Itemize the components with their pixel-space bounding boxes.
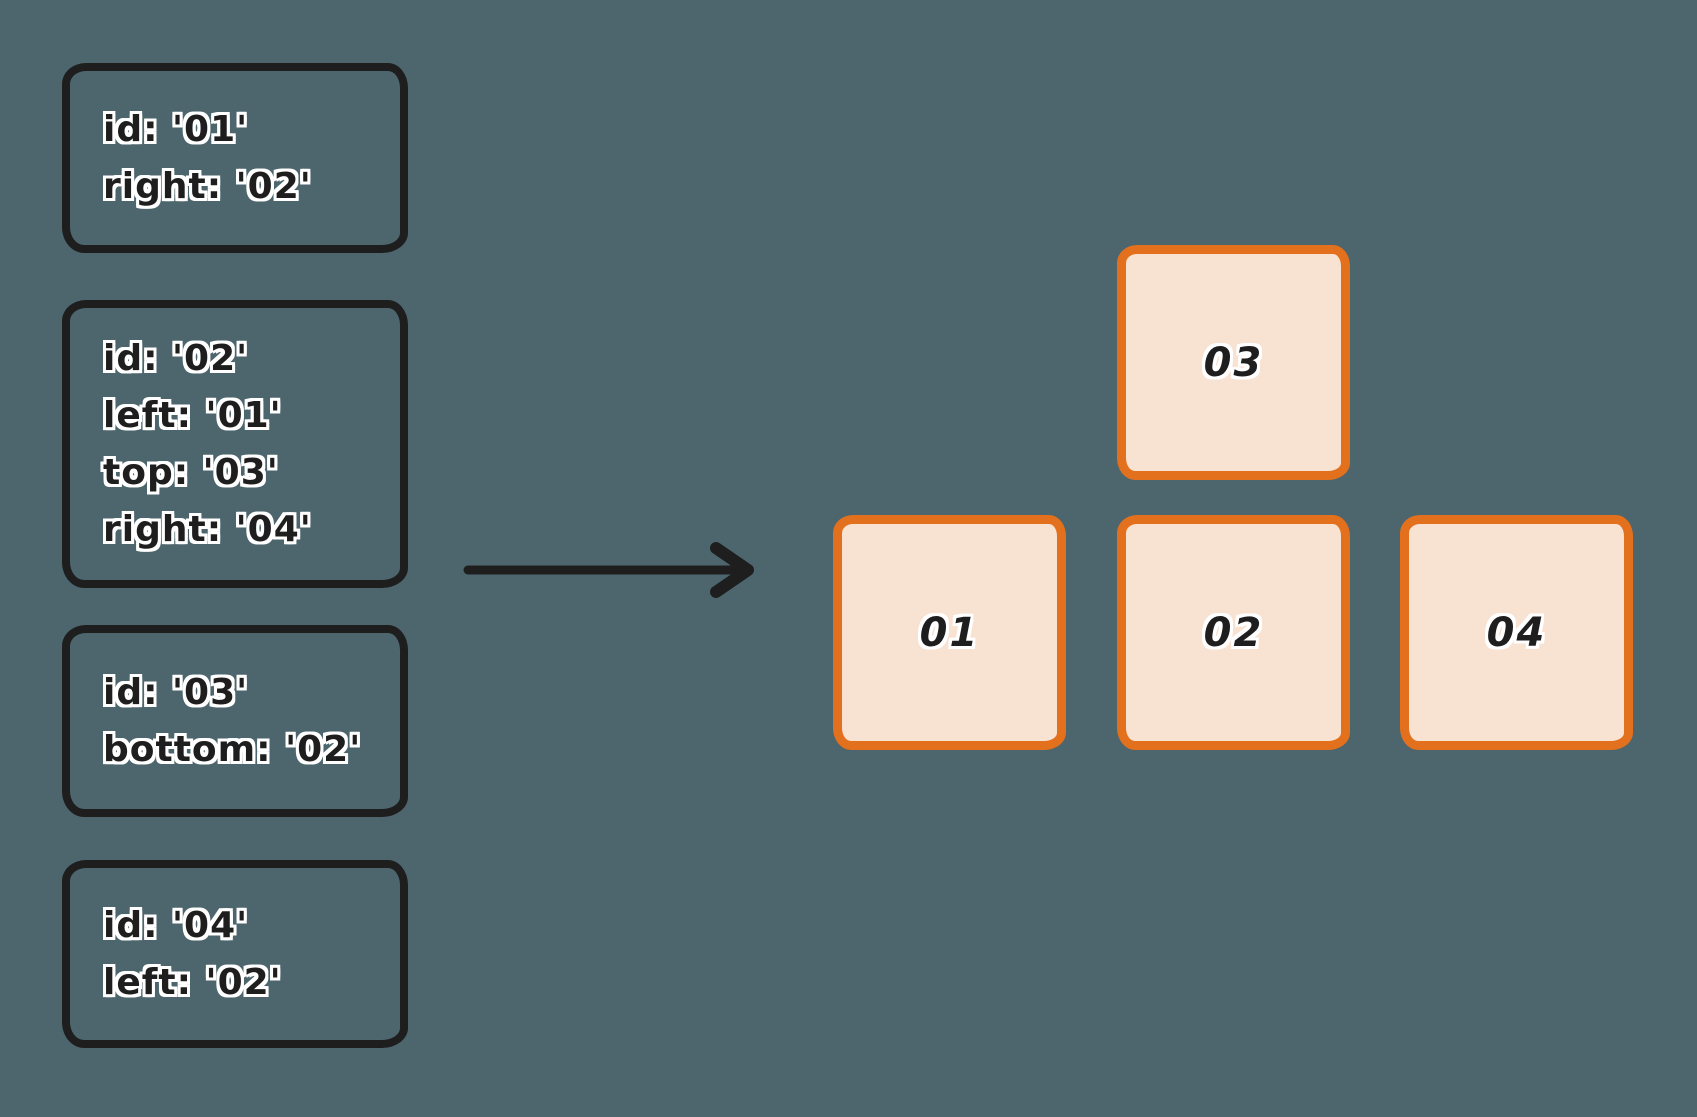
card-text-line: left: '01' <box>103 395 282 436</box>
node-card-03: id: '03' bottom: '02' <box>62 625 408 817</box>
card-text-line: top: '03' <box>103 452 279 493</box>
layout-tile-02: 02 <box>1117 515 1350 750</box>
card-text-line: left: '02' <box>103 962 282 1003</box>
tile-label: 02 <box>1203 609 1264 656</box>
card-text-line: id: '04' <box>103 905 249 946</box>
tile-label: 03 <box>1203 339 1264 386</box>
card-text-line: id: '02' <box>103 338 249 379</box>
card-text-line: id: '01' <box>103 109 249 150</box>
card-text-line: right: '04' <box>103 509 312 550</box>
node-card-04: id: '04' left: '02' <box>62 860 408 1048</box>
tile-label: 01 <box>919 609 980 656</box>
card-text-line: bottom: '02' <box>103 729 362 770</box>
layout-tile-03: 03 <box>1117 245 1350 480</box>
layout-tile-01: 01 <box>833 515 1066 750</box>
tile-label: 04 <box>1486 609 1547 656</box>
card-text-line: right: '02' <box>103 166 312 207</box>
node-card-02: id: '02' left: '01' top: '03' right: '04… <box>62 300 408 588</box>
node-card-01: id: '01' right: '02' <box>62 63 408 253</box>
layout-tile-04: 04 <box>1400 515 1633 750</box>
card-text-line: id: '03' <box>103 672 249 713</box>
